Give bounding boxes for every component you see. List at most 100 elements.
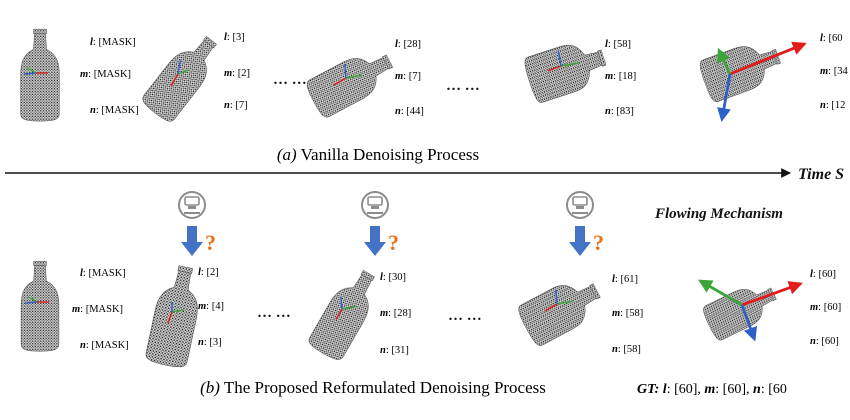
label-n: n: [7] — [224, 100, 248, 111]
label-m: m: [58] — [612, 308, 643, 319]
axis-line — [741, 281, 803, 307]
caption-b: (b) The Proposed Reformulated Denoising … — [200, 378, 546, 397]
axis-line — [170, 73, 179, 87]
bottle-point-cloud — [303, 42, 400, 121]
monitor-icon — [367, 196, 383, 206]
down-arrow-icon — [181, 226, 203, 256]
bottle-point-cloud — [139, 28, 227, 125]
axis-line — [333, 77, 347, 86]
pose-axes — [170, 60, 190, 87]
ellipsis: … … — [448, 308, 482, 324]
axis-line — [177, 60, 182, 75]
label-l: l: [58] — [605, 39, 631, 50]
expert-query-icon — [178, 191, 206, 219]
label-n: n: [60] — [810, 336, 839, 347]
ellipsis: … … — [273, 72, 307, 88]
label-m: m: [2] — [224, 68, 250, 79]
axis-line — [345, 74, 362, 79]
pose-axes-predicted — [717, 41, 807, 123]
label-l: l: [30] — [380, 272, 406, 283]
down-arrow-icon — [364, 226, 386, 256]
axis-line — [740, 304, 758, 342]
label-l: l: [28] — [395, 39, 421, 50]
time-axis-label: Time S — [798, 166, 844, 183]
pose-axes — [335, 296, 356, 320]
axis-line — [717, 47, 732, 75]
label-m: m: [MASK] — [72, 304, 123, 315]
label-l: l: [2] — [198, 267, 219, 278]
bottle-point-cloud — [515, 270, 608, 349]
pose-axes — [23, 67, 48, 75]
bottle-point-cloud — [20, 260, 60, 352]
pose-axes-predicted — [698, 279, 803, 342]
label-n: n: [MASK] — [90, 105, 139, 116]
axis-line — [555, 289, 558, 305]
axis-line — [24, 301, 38, 304]
label-m: m: [34 — [820, 66, 848, 77]
axis-line — [177, 69, 190, 75]
pose-axes — [544, 289, 573, 312]
label-n: n: [3] — [198, 337, 222, 348]
pose-axes — [333, 63, 362, 86]
axis-line — [27, 296, 38, 303]
ground-truth-label: GT: l: [60], m: [60], n: [60 — [637, 382, 787, 397]
axis-line — [341, 305, 356, 310]
label-n: n: [58] — [612, 344, 641, 355]
ellipsis: … … — [257, 305, 291, 321]
label-m: m: [MASK] — [80, 69, 131, 80]
pose-axes — [24, 296, 49, 304]
bottle-point-cloud — [144, 262, 207, 370]
pose-axes — [547, 50, 579, 72]
axis-line — [698, 279, 743, 307]
axis-line — [717, 73, 732, 123]
label-n: n: [12 — [820, 100, 845, 111]
monitor-icon — [184, 196, 200, 206]
bottle-point-cloud — [521, 34, 612, 105]
bottle-point-cloud — [305, 263, 386, 364]
monitor-stand-icon — [188, 206, 196, 209]
bottle-point-cloud — [700, 276, 783, 343]
label-m: m: [4] — [198, 301, 224, 312]
down-arrow-icon — [569, 226, 591, 256]
axis-line — [344, 63, 347, 79]
label-l: l: [60 — [820, 33, 842, 44]
flowing-mechanism-label: Flowing Mechanism — [654, 206, 783, 222]
axis-line — [167, 311, 173, 324]
label-m: m: [7] — [395, 71, 421, 82]
ellipsis: … … — [446, 78, 480, 94]
question-mark-icon: ? — [205, 230, 216, 255]
axis-line — [23, 72, 37, 75]
axis-line — [557, 50, 562, 67]
axis-line — [547, 65, 562, 72]
label-l: l: [61] — [612, 274, 638, 285]
caption-a: (a) Vanilla Denoising Process — [277, 145, 479, 164]
label-m: m: [28] — [380, 308, 411, 319]
label-n: n: [MASK] — [80, 340, 129, 351]
bottle-point-cloud — [20, 28, 60, 122]
axis-line — [544, 303, 558, 312]
axis-line — [171, 309, 184, 313]
question-mark-icon: ? — [593, 230, 604, 255]
label-l: l: [3] — [224, 32, 245, 43]
label-l: l: [MASK] — [90, 37, 136, 48]
axis-line — [335, 308, 343, 320]
monitor-stand-icon — [576, 206, 584, 209]
expert-query-icon — [566, 191, 594, 219]
label-l: l: [60] — [810, 269, 836, 280]
axis-line — [340, 296, 343, 310]
axis-line — [560, 62, 579, 67]
expert-query-icon — [361, 191, 389, 219]
label-m: m: [18] — [605, 71, 636, 82]
label-n: n: [44] — [395, 106, 424, 117]
label-n: n: [31] — [380, 345, 409, 356]
label-n: n: [83] — [605, 106, 634, 117]
label-m: m: [60] — [810, 302, 841, 313]
axis-line — [556, 300, 573, 305]
monitor-icon — [572, 196, 588, 206]
axis-line — [26, 67, 37, 74]
monitor-stand-icon — [371, 206, 379, 209]
label-l: l: [MASK] — [80, 268, 126, 279]
pose-axes — [167, 302, 184, 324]
